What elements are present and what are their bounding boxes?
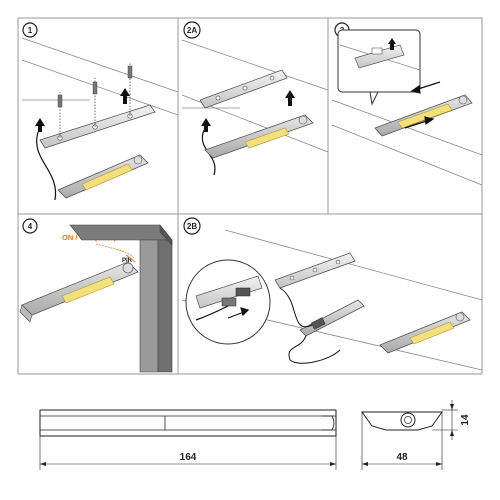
arrow-up-icon [201, 90, 295, 132]
zoom-callout [337, 29, 421, 106]
height-dimension: 14 [460, 414, 471, 426]
panel-3: 3 [331, 22, 483, 186]
led-lamp [57, 154, 149, 199]
end-view-drawing: 48 14 [361, 400, 471, 470]
led-lamp [374, 94, 473, 137]
length-dimension: 164 [180, 452, 197, 463]
panel-2a: 2A [181, 21, 329, 176]
connect-arrow-icon [227, 307, 250, 319]
mounting-plate [199, 69, 288, 109]
led-lamp [379, 311, 471, 354]
step-badge-2b: 2B [183, 217, 201, 235]
mounting-plate [274, 252, 356, 289]
panel-1: 1 [21, 22, 179, 201]
step-number-2a: 2A [187, 26, 197, 35]
width-dimension: 48 [396, 452, 408, 463]
arrow-up-icon [35, 88, 130, 132]
step-badge-2a: 2A [183, 21, 201, 39]
step-number-2b: 2B [187, 222, 197, 231]
panel-2b-frame [177, 213, 483, 375]
power-cable [36, 131, 57, 201]
power-cable [288, 335, 341, 364]
slide-arrow-icon [404, 81, 441, 129]
panel-2b: 2B [181, 217, 483, 371]
side-view-drawing: 164 [39, 409, 337, 470]
step-badge-1: 1 [22, 22, 38, 38]
panel-4: 4 ON / OFF(160s) PIR [19, 218, 173, 373]
led-lamp [204, 114, 314, 159]
step-number-4: 4 [28, 222, 33, 231]
step-number-1: 1 [28, 26, 33, 35]
mounting-plate [39, 104, 156, 149]
connector-zoom-callout [185, 259, 271, 345]
step-badge-4: 4 [22, 218, 38, 234]
screw-icon [57, 65, 133, 108]
led-lamp [19, 261, 139, 323]
pir-label: PIR [122, 258, 133, 264]
cabinet-frame [69, 224, 173, 373]
panel-frames [17, 17, 483, 375]
led-lamp-back [299, 299, 365, 337]
